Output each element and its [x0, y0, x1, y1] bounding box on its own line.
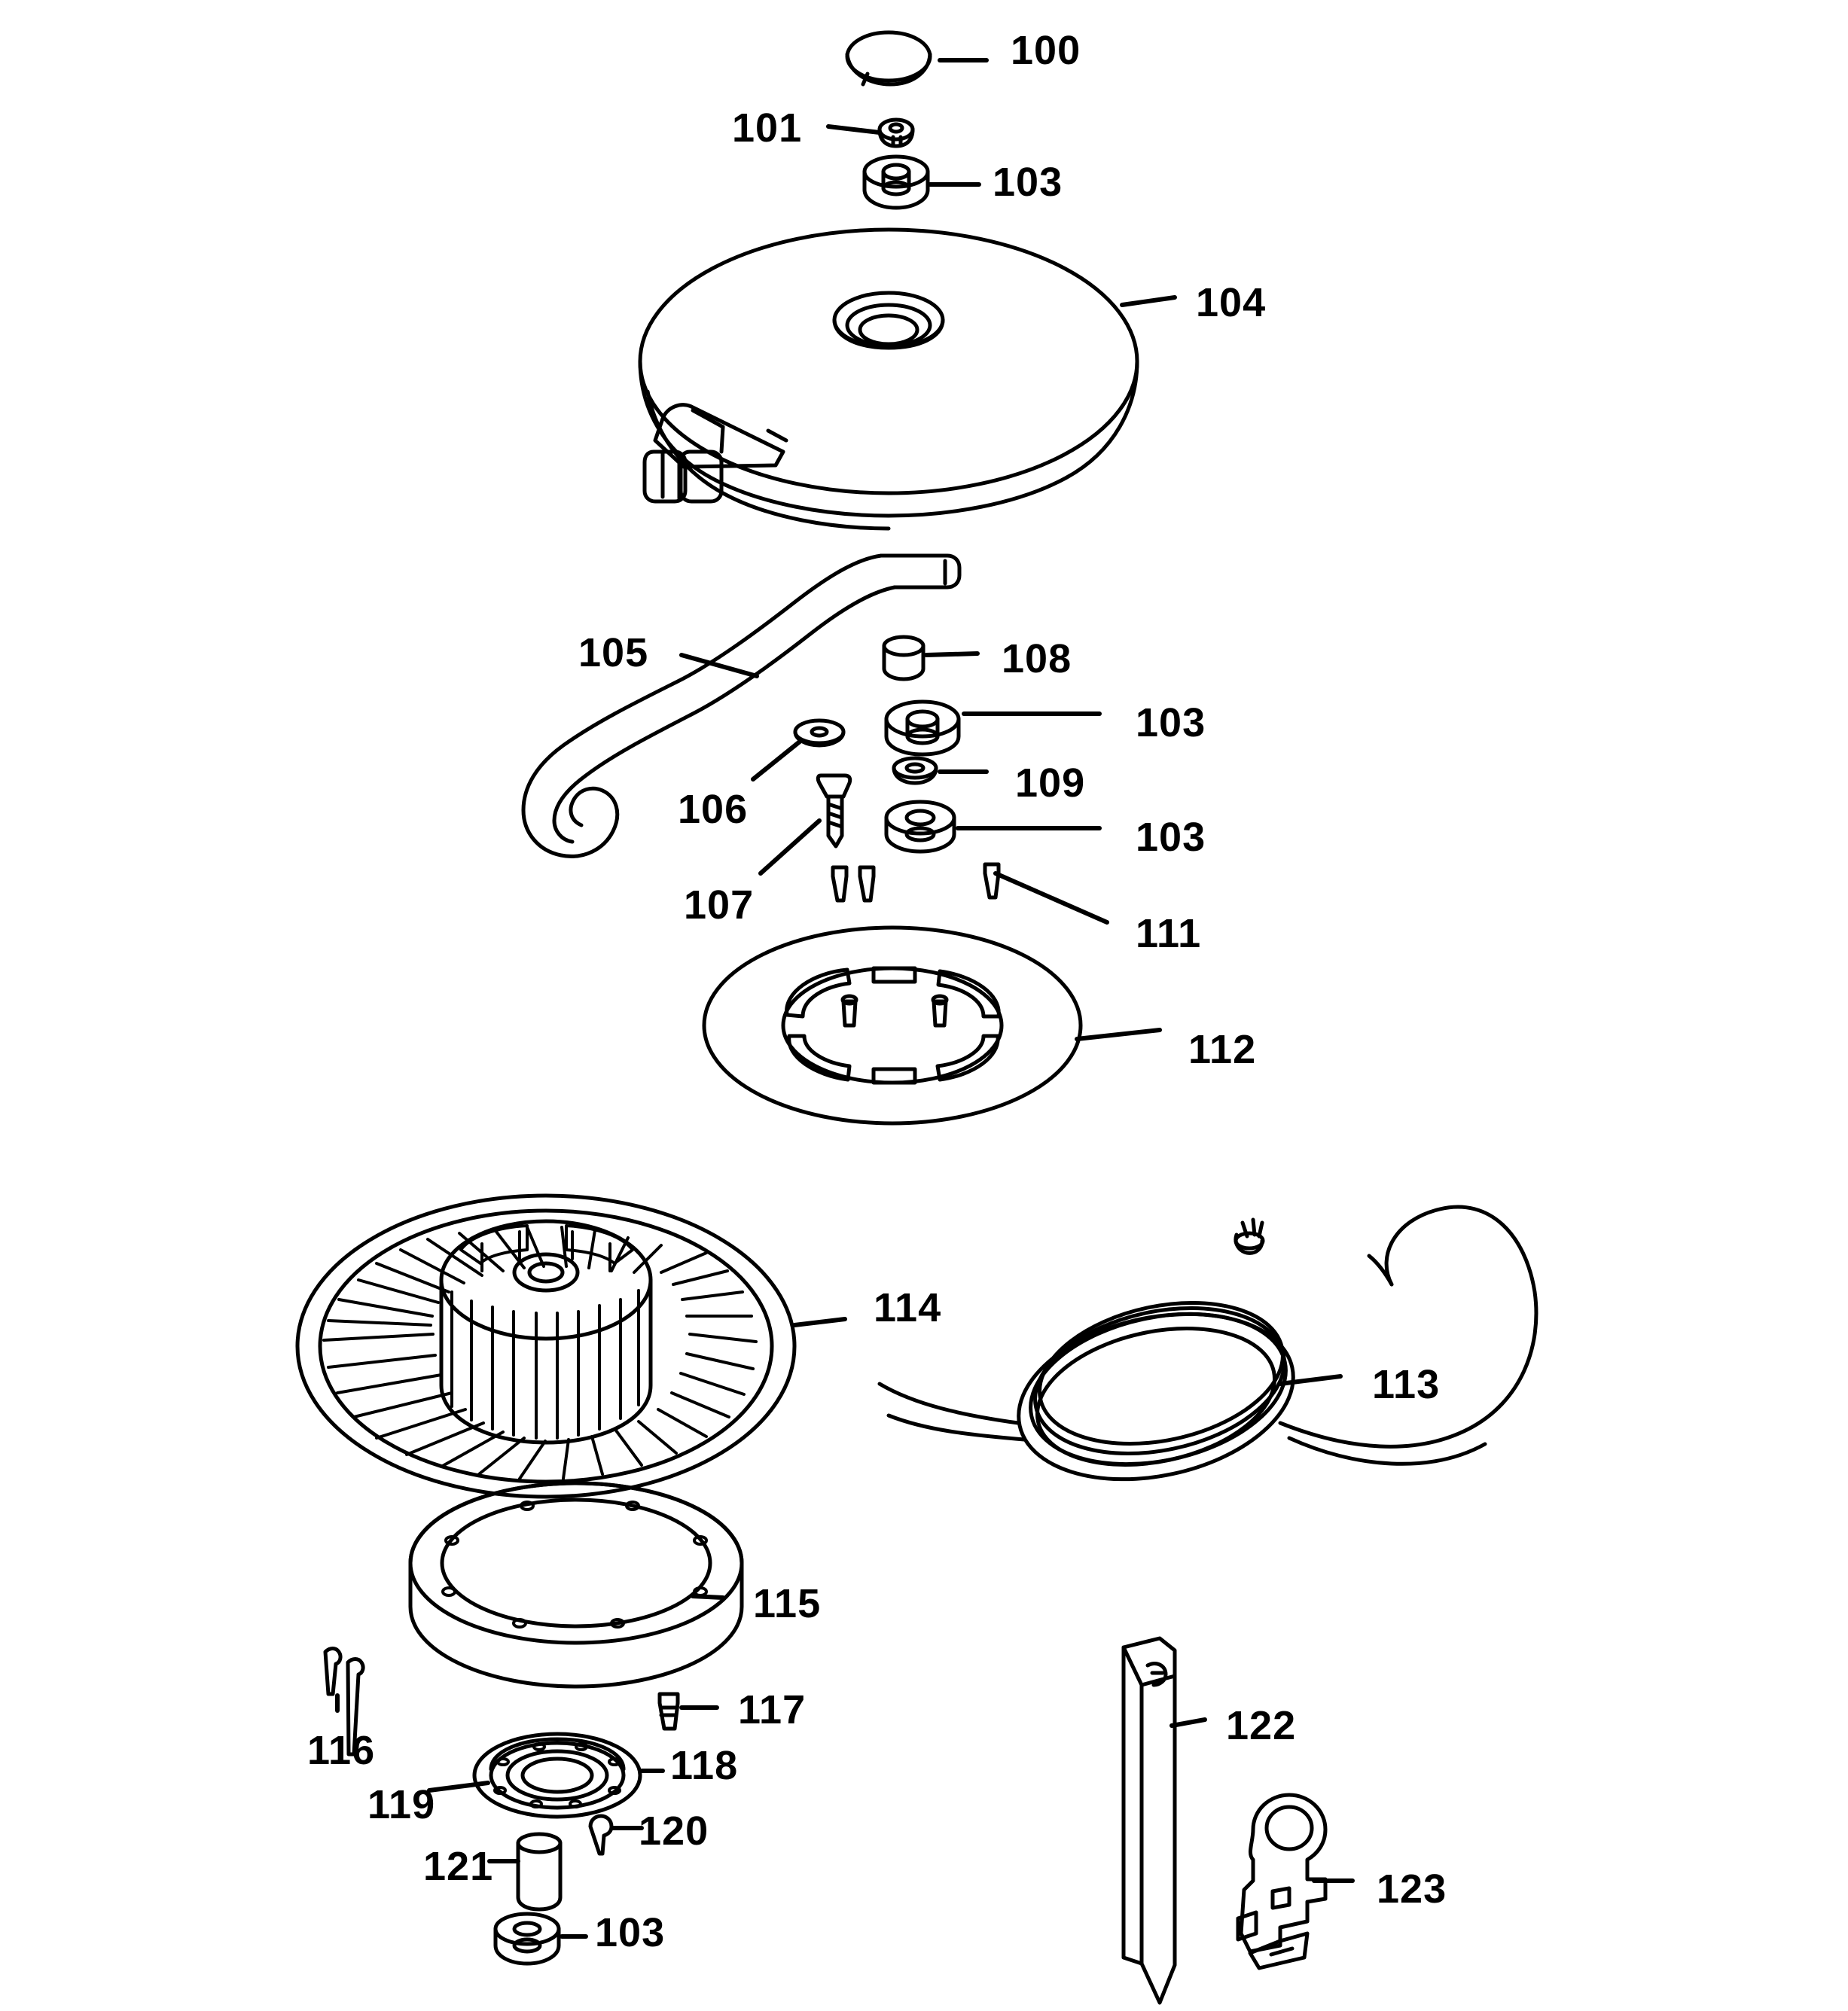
part-122-stake [1121, 1636, 1177, 2005]
part-118-retainer [472, 1732, 642, 1819]
callout-107[interactable]: 107 [684, 882, 755, 928]
part-123-connector [1236, 1793, 1328, 1970]
part-107-screw [816, 773, 852, 849]
callout-114[interactable]: 114 [874, 1285, 942, 1330]
callout-115[interactable]: 115 [753, 1581, 822, 1626]
callout-103-c[interactable]: 103 [1136, 815, 1206, 860]
part-104-cutting-disc [638, 227, 1139, 531]
part-106-washer [793, 718, 846, 748]
part-103a-bushing [862, 154, 930, 210]
part-109-washer-small [892, 756, 938, 785]
part-103b-bushing [884, 699, 961, 757]
callout-121[interactable]: 121 [423, 1844, 494, 1889]
part-103c-bushing [884, 800, 956, 854]
callout-103-b[interactable]: 103 [1136, 700, 1206, 745]
callout-117[interactable]: 117 [738, 1687, 807, 1732]
callout-103-a[interactable]: 103 [993, 160, 1063, 205]
part-116-pins [323, 1647, 365, 1757]
callout-103-d[interactable]: 103 [595, 1910, 666, 1955]
callout-123[interactable]: 123 [1377, 1866, 1447, 1912]
callout-120[interactable]: 120 [639, 1808, 709, 1854]
callout-106[interactable]: 106 [678, 787, 749, 832]
part-108-spacer [882, 635, 926, 681]
callout-113[interactable]: 113 [1372, 1362, 1441, 1407]
part-112-blade-plate [702, 925, 1083, 1126]
callout-122[interactable]: 122 [1226, 1703, 1297, 1748]
callout-100[interactable]: 100 [1011, 28, 1081, 73]
callout-119[interactable]: 119 [367, 1782, 436, 1827]
callout-111[interactable]: 111 [1136, 911, 1202, 956]
part-120-rivet [588, 1814, 614, 1856]
callout-112[interactable]: 112 [1188, 1027, 1257, 1072]
callout-109[interactable]: 109 [1015, 760, 1086, 806]
part-113-wire-coil [877, 1205, 1538, 1482]
callout-108[interactable]: 108 [1002, 636, 1072, 681]
part-101-nut [877, 117, 915, 148]
callout-116[interactable]: 116 [307, 1728, 376, 1773]
callout-101[interactable]: 101 [732, 105, 803, 151]
callout-104[interactable]: 104 [1196, 280, 1267, 325]
part-115-ring [408, 1481, 744, 1689]
part-103d-bushing [493, 1912, 561, 1966]
part-117-screw [657, 1692, 680, 1731]
callout-105[interactable]: 105 [578, 630, 649, 675]
part-121-sleeve [516, 1832, 563, 1912]
part-114-impeller [295, 1193, 797, 1499]
callout-118[interactable]: 118 [670, 1743, 739, 1788]
part-111-screws [831, 862, 1001, 903]
part-100-cap [845, 30, 932, 87]
part-105-arm [521, 553, 962, 858]
